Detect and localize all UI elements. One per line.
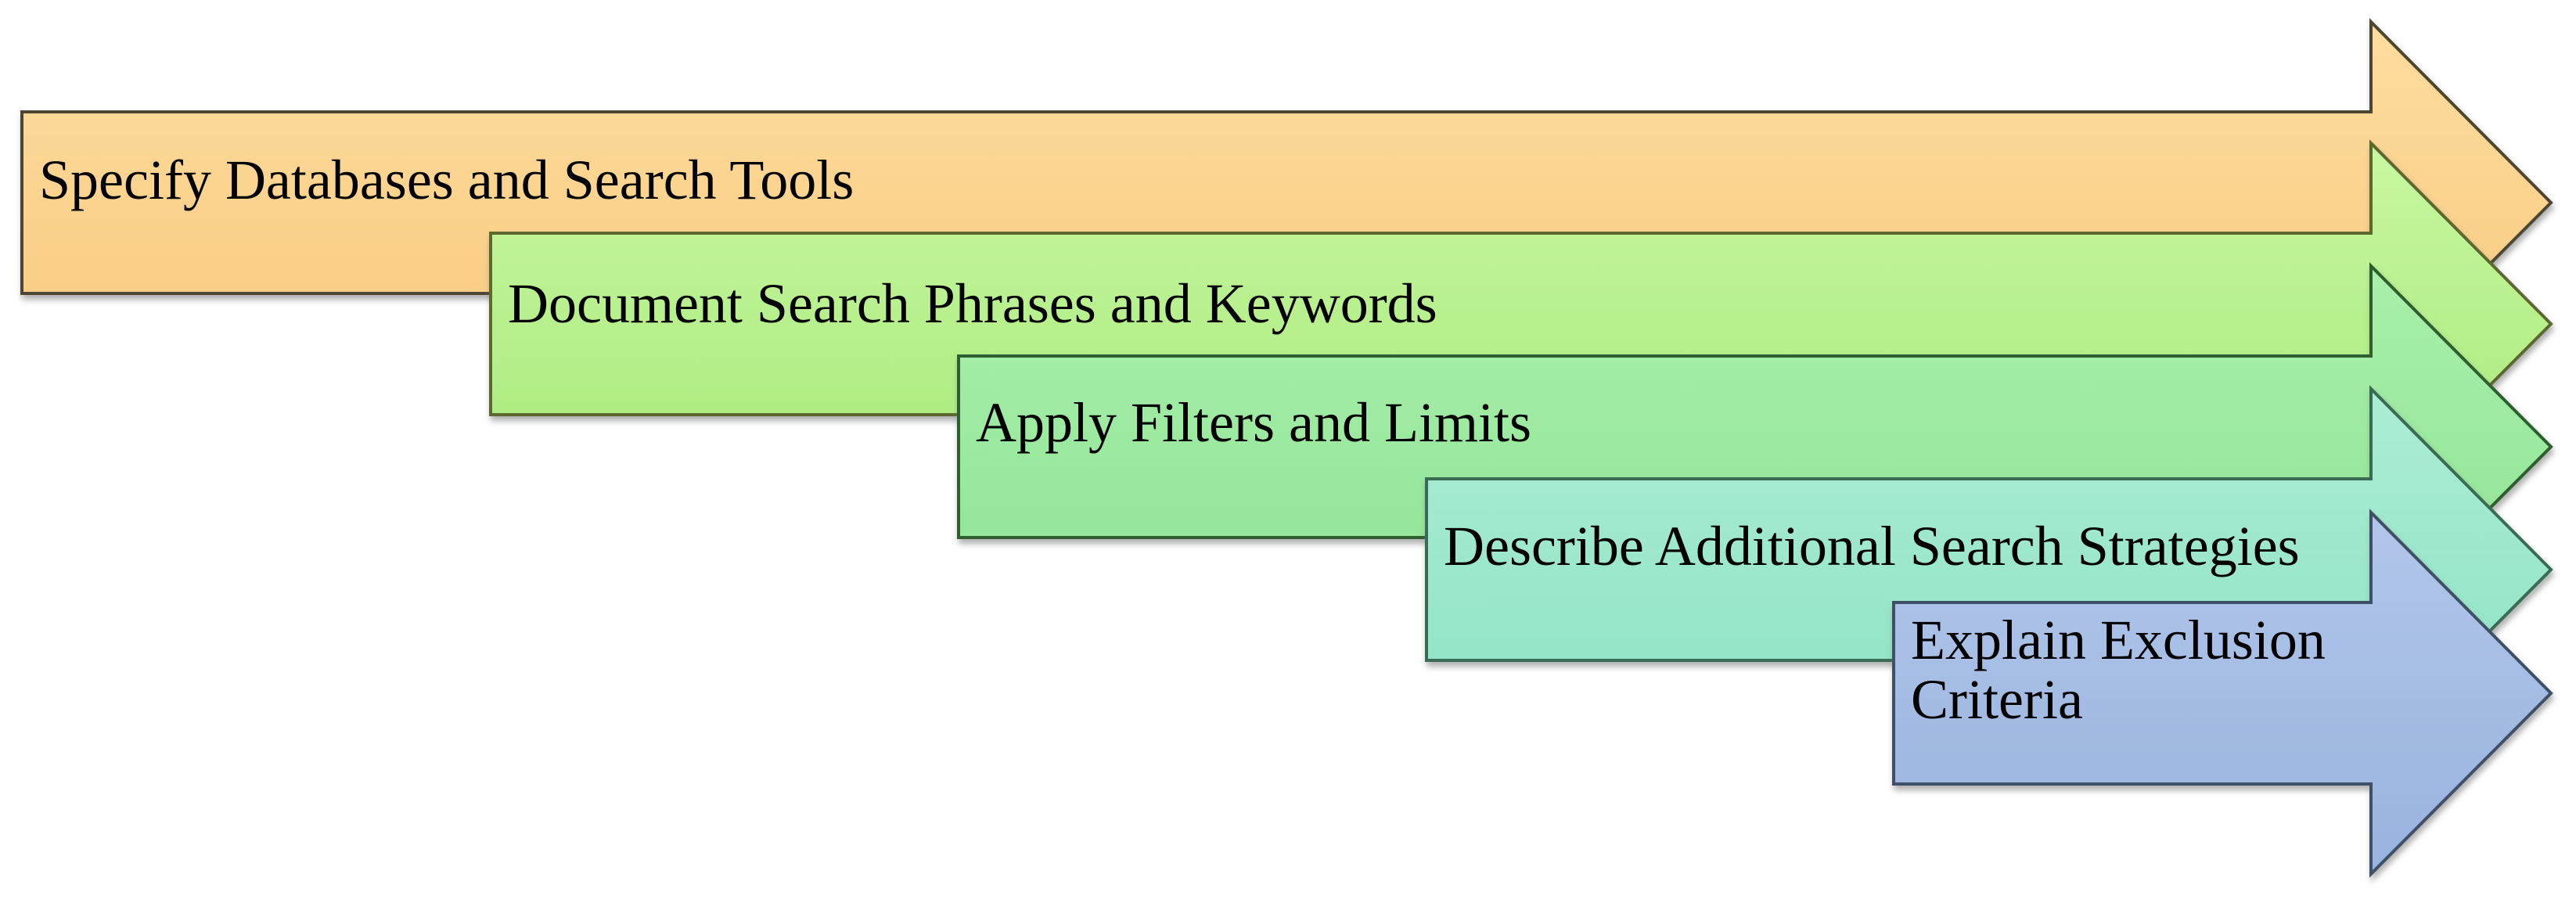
- arrow-shape-step-5: [1892, 509, 2553, 878]
- arrow-step-2-label: Document Search Phrases and Keywords: [508, 272, 1437, 335]
- arrow-step-5-label: Explain Exclusion Criteria: [1911, 609, 2326, 731]
- arrow-step-3-label: Apply Filters and Limits: [976, 391, 1531, 454]
- arrow-step-1-label: Specify Databases and Search Tools: [39, 149, 854, 211]
- arrow-step-4-label: Describe Additional Search Strategies: [1444, 515, 2300, 577]
